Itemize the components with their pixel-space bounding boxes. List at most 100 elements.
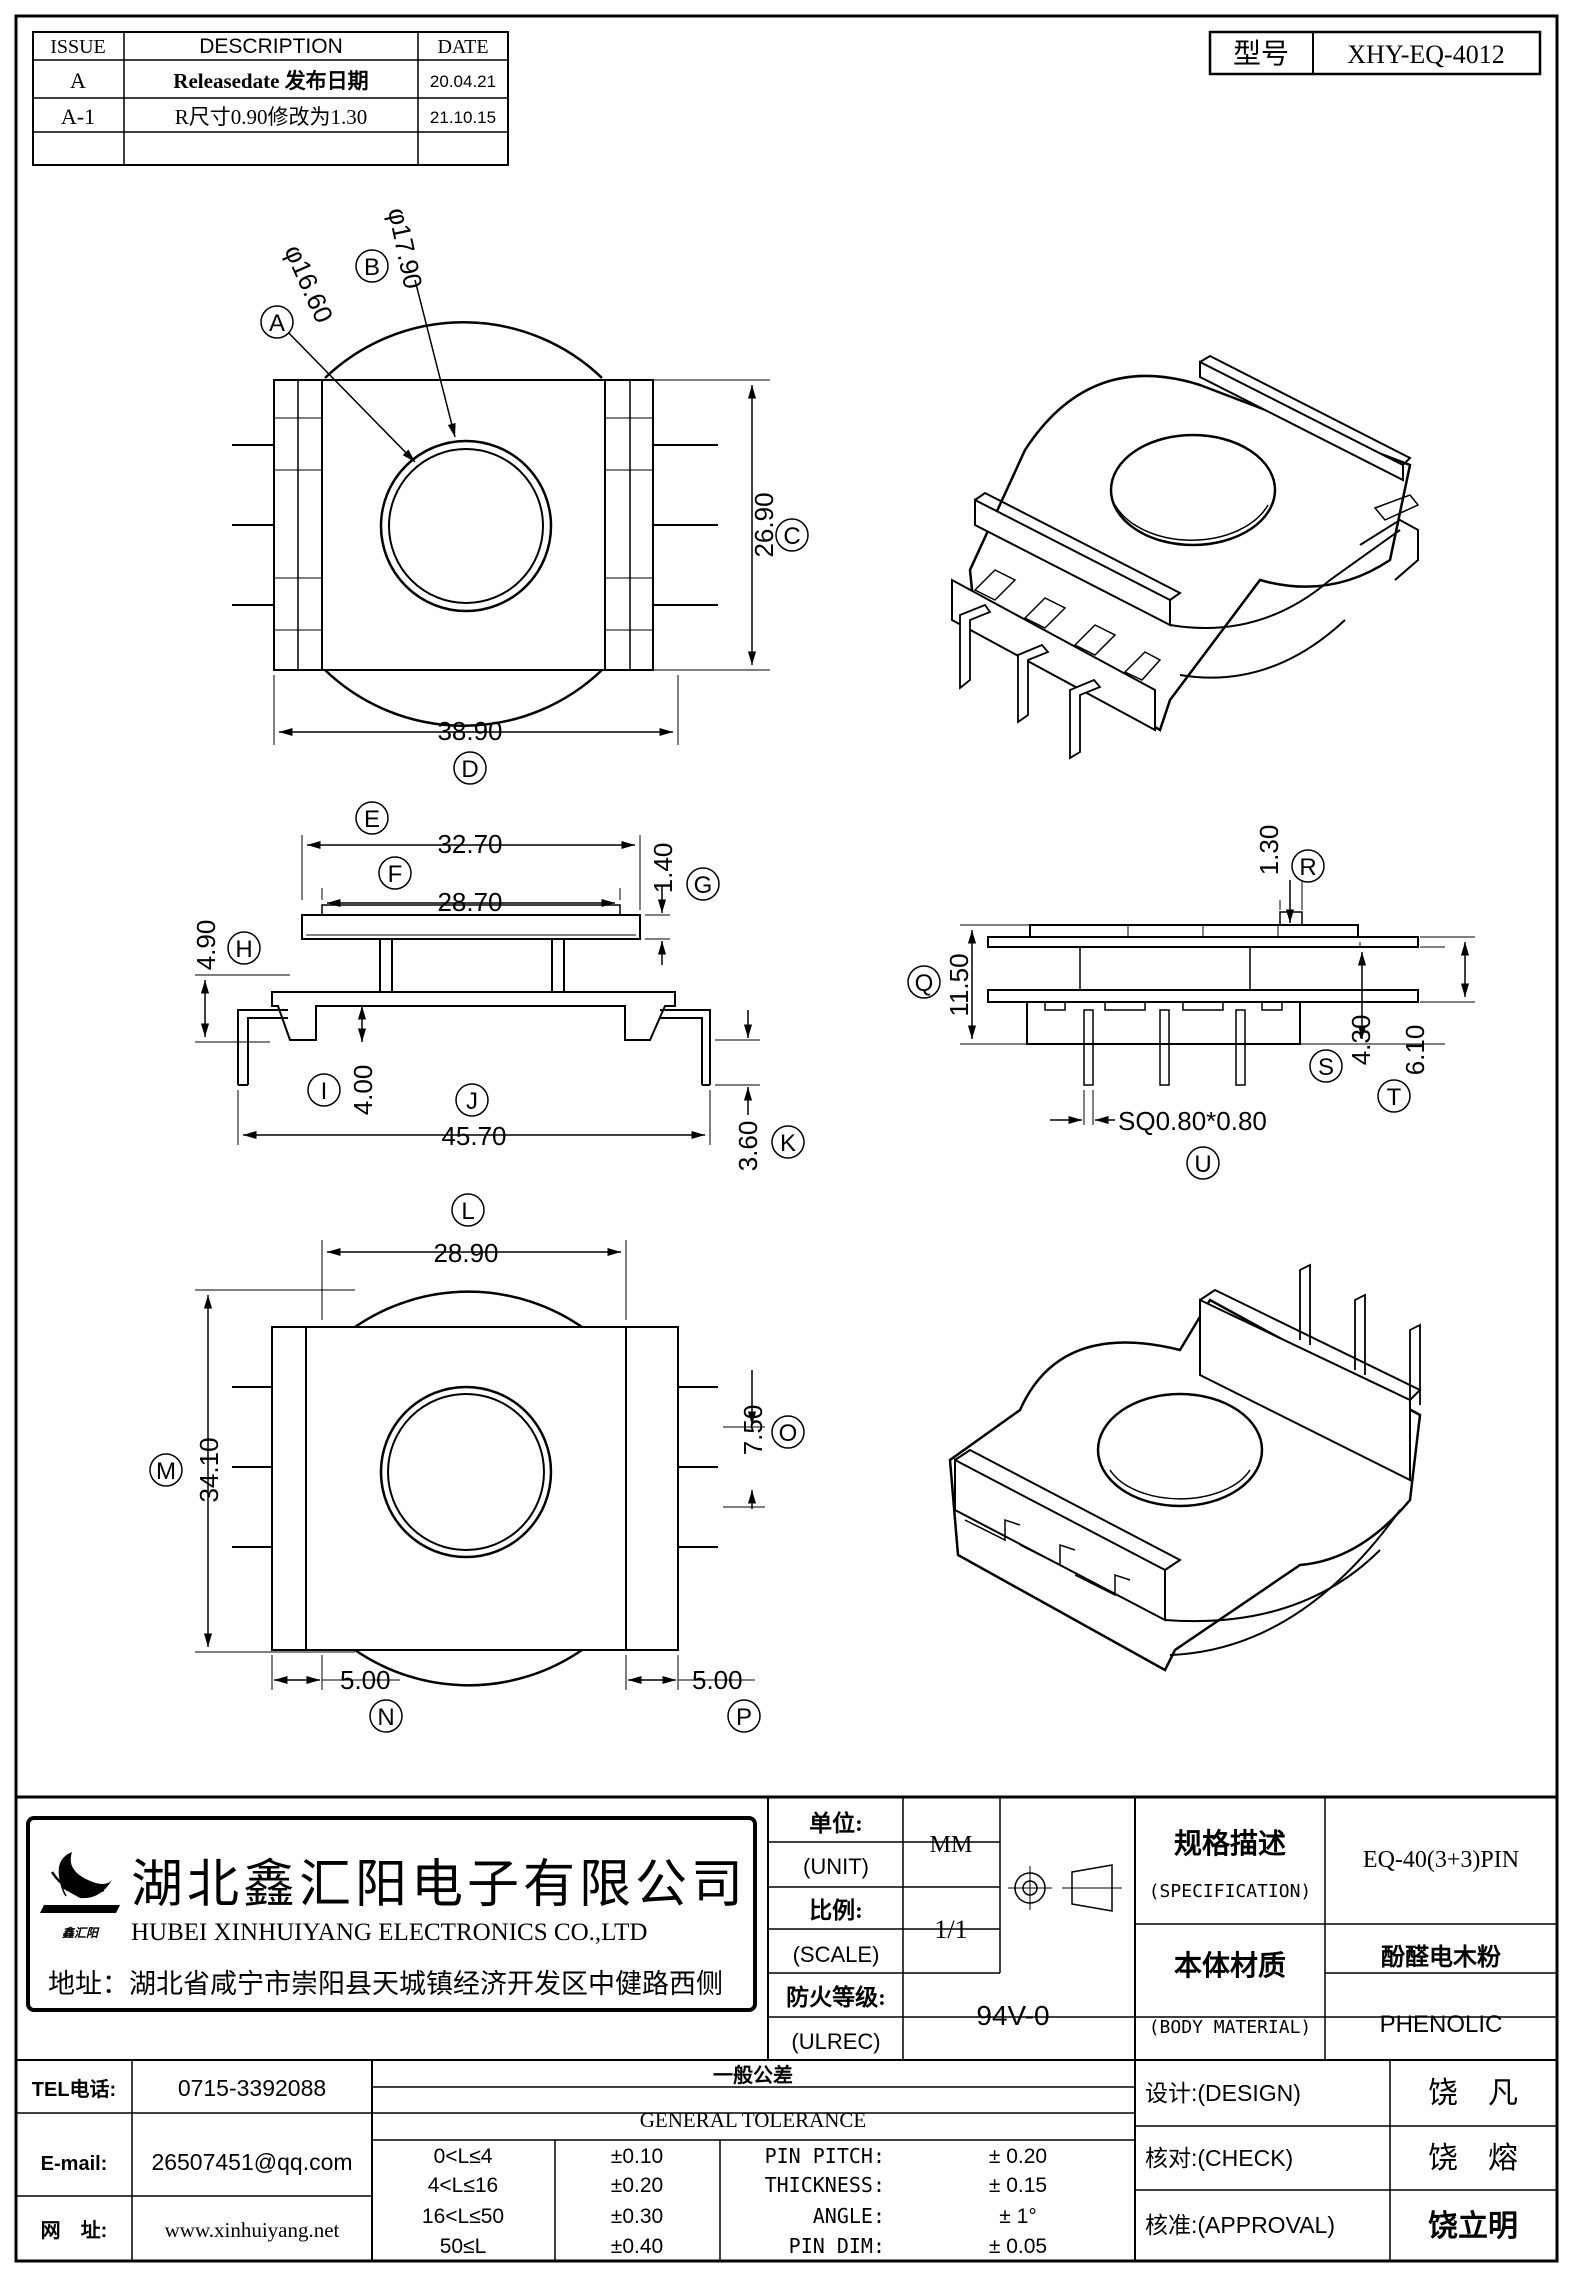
check-value: 饶 熔 [1428, 2142, 1518, 2175]
revision-header-issue: ISSUE [50, 36, 106, 58]
bottom-view [195, 1240, 765, 1690]
scale-value: 1/1 [934, 1915, 967, 1944]
revision-row-description: Releasedate 发布日期 [173, 69, 368, 93]
dim-p-value: 5.00 [692, 1665, 743, 1695]
scale-label-cn: 比例: [809, 1898, 863, 1923]
tolerance-value: ±0.30 [611, 2205, 663, 2228]
material-label-cn: 本体材质 [1174, 1950, 1286, 1982]
svg-text:O: O [779, 1420, 798, 1447]
dim-i-value: 4.00 [348, 1065, 378, 1116]
dim-marker-e: E [355, 801, 389, 835]
dim-n-value: 5.00 [340, 1665, 391, 1695]
svg-text:K: K [780, 1130, 796, 1157]
tolerance-rows: 0<L≤4 ±0.10 4<L≤16 ±0.20 16<L≤50 ±0.30 5… [422, 2145, 663, 2258]
svg-text:R: R [1299, 854, 1316, 881]
dim-marker-m: M [149, 1453, 183, 1487]
approval-value: 饶立明 [1428, 2209, 1518, 2243]
tolerance-range: 16<L≤50 [422, 2205, 504, 2228]
dim-j-value: 45.70 [441, 1121, 506, 1151]
tel-label: TEL电话: [32, 2078, 116, 2101]
dim-b-value: φ17.90 [382, 205, 428, 291]
dim-marker-q: Q [907, 965, 941, 999]
pin-spec-label: PIN PITCH: [765, 2144, 885, 2168]
svg-text:N: N [377, 1704, 394, 1731]
fire-rating-value: 94V-0 [976, 2000, 1049, 2031]
email-value: 26507451@qq.com [151, 2149, 352, 2175]
dim-marker-p: P [727, 1699, 761, 1733]
dim-q-value: 11.50 [944, 953, 974, 1016]
email-label: E-mail: [41, 2153, 108, 2175]
front-view [960, 860, 1475, 1125]
spec-value: EQ-40(3+3)PIN [1363, 1847, 1519, 1873]
pin-spec-value: ± 0.05 [989, 2235, 1047, 2258]
revision-row-date: 21.10.15 [430, 108, 496, 127]
top-view [232, 279, 770, 745]
dim-marker-o: O [771, 1415, 805, 1449]
dim-f-value: 28.70 [437, 887, 502, 917]
pin-spec-label: ANGLE: [813, 2204, 885, 2228]
dim-m-value: 34.10 [194, 1437, 224, 1502]
svg-text:B: B [364, 254, 380, 281]
revision-table: ISSUE DESCRIPTION DATE A Releasedate 发布日… [32, 31, 509, 166]
logo-text: 鑫汇阳 [62, 1926, 100, 1940]
dim-s-value: 4.30 [1346, 1015, 1376, 1066]
svg-text:T: T [1387, 1084, 1402, 1111]
pin-spec-value: ± 0.15 [989, 2174, 1047, 2197]
dim-marker-k: K [771, 1125, 805, 1159]
dim-marker-s: S [1309, 1049, 1343, 1083]
spec-label-en: (SPECIFICATION) [1149, 1881, 1312, 1902]
fire-label-en: (ULREC) [791, 2029, 880, 2054]
spec-label-cn: 规格描述 [1174, 1828, 1286, 1860]
revision-header-date: DATE [437, 36, 488, 58]
dim-k-value: 3.60 [733, 1121, 763, 1172]
svg-text:F: F [388, 861, 403, 888]
dim-l-value: 28.90 [433, 1238, 498, 1268]
dim-marker-l: L [451, 1193, 485, 1227]
check-label: 核对:(CHECK) [1145, 2145, 1293, 2171]
pin-spec-label: THICKNESS: [765, 2173, 885, 2197]
dim-c-value: 26.90 [749, 492, 779, 557]
dim-t-value: 6.10 [1400, 1025, 1430, 1076]
dim-marker-t: T [1377, 1079, 1411, 1113]
dim-marker-b: B [355, 249, 389, 283]
pin-spec-rows: PIN PITCH: ± 0.20 THICKNESS: ± 0.15 ANGL… [765, 2144, 1048, 2258]
svg-text:M: M [156, 1458, 176, 1485]
svg-text:S: S [1318, 1054, 1334, 1081]
dim-g-value: 1.40 [648, 843, 678, 894]
website-value: www.xinhuiyang.net [165, 2218, 340, 2242]
dim-h-value: 4.90 [191, 920, 221, 971]
company-address: 地址：湖北省咸宁市崇阳县天城镇经济开发区中健路西侧 [48, 1969, 723, 1999]
dim-e-value: 32.70 [437, 829, 502, 859]
svg-text:J: J [466, 1088, 478, 1115]
tolerance-range: 50≤L [440, 2235, 487, 2258]
title-block-grid [16, 1795, 1557, 2261]
dim-marker-j: J [455, 1083, 489, 1117]
svg-text:U: U [1194, 1151, 1211, 1178]
unit-value: MM [930, 1832, 973, 1858]
dim-d-value: 38.90 [437, 716, 502, 746]
dim-marker-n: N [369, 1699, 403, 1733]
dim-marker-u: U [1186, 1146, 1220, 1180]
tel-value: 0715-3392088 [178, 2075, 326, 2101]
svg-text:C: C [783, 523, 800, 550]
tolerance-value: ±0.20 [611, 2174, 663, 2197]
unit-label-en: (UNIT) [803, 1854, 869, 1879]
svg-text:G: G [694, 872, 713, 899]
unit-label-cn: 单位: [809, 1810, 863, 1836]
design-label: 设计:(DESIGN) [1145, 2080, 1301, 2106]
tolerance-title-en: GENERAL TOLERANCE [640, 2108, 867, 2132]
model-number: XHY-EQ-4012 [1347, 40, 1504, 69]
svg-text:H: H [235, 936, 252, 963]
dim-marker-d: D [453, 751, 487, 785]
revision-row-issue: A-1 [61, 104, 95, 129]
dim-marker-f: F [378, 856, 412, 890]
revision-row-date: 20.04.21 [430, 72, 496, 91]
material-value-cn: 酚醛电木粉 [1381, 1944, 1501, 1971]
dim-marker-a: A [260, 305, 294, 339]
fire-label-cn: 防火等级: [786, 1984, 886, 2010]
company-logo: 鑫汇阳 [40, 1852, 120, 1940]
dim-marker-r: R [1291, 849, 1325, 883]
revision-row-issue: A [70, 68, 86, 93]
dim-marker-c: C [775, 518, 809, 552]
svg-text:I: I [321, 1078, 328, 1105]
